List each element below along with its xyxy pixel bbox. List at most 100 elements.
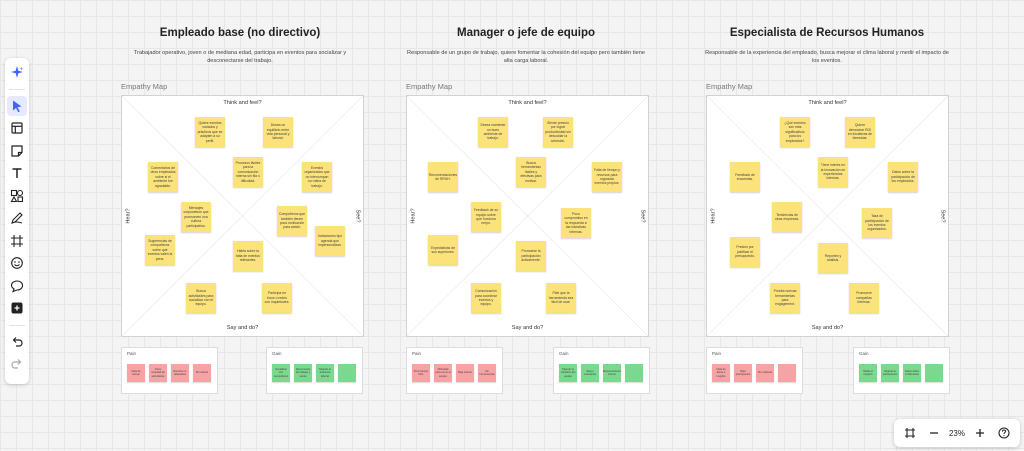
empathy-map-board[interactable]: Think and feel?Say and do?Hear?See? bbox=[406, 95, 649, 337]
sticky-note-icon[interactable] bbox=[7, 141, 27, 161]
gain-sticky[interactable] bbox=[925, 364, 943, 382]
select-pointer-icon[interactable] bbox=[7, 95, 27, 116]
persona-description: Trabajador operativo, joven o de mediana… bbox=[133, 50, 347, 64]
pain-sticky[interactable]: Poca variedad de actividades bbox=[149, 364, 167, 382]
sticky-note[interactable]: Compañeros que también tienen poca motiv… bbox=[277, 206, 307, 236]
sticky-note[interactable]: Expectativas de sus superiores. bbox=[428, 235, 458, 265]
help-icon[interactable] bbox=[995, 424, 1013, 442]
pain-sticky[interactable]: Falta de datos e insights bbox=[712, 364, 730, 382]
sticky-note[interactable]: Sugerencias de compañeros sobre qué even… bbox=[145, 235, 175, 265]
sticky-note[interactable]: Promueve la participación activamente. bbox=[516, 241, 546, 271]
persona-title: Especialista de Recursos Humanos bbox=[729, 27, 925, 39]
text-icon[interactable] bbox=[7, 163, 27, 183]
sticky-note[interactable]: Participa en foros o redes con inquietud… bbox=[262, 283, 292, 313]
zoom-in-icon[interactable] bbox=[971, 424, 989, 442]
gain-sticky[interactable] bbox=[625, 364, 643, 382]
persona-title: Manager o jefe de equipo bbox=[456, 27, 596, 39]
persona-title: Empleado base (no directivo) bbox=[159, 27, 321, 39]
pain-sticky[interactable]: Poco tiempo libre bbox=[412, 364, 430, 382]
sticky-note[interactable]: Desea un equilibrio entre vida personal … bbox=[263, 117, 293, 147]
sticky-note[interactable]: Recomendaciones de RRHH. bbox=[428, 162, 458, 192]
pain-sticky[interactable]: Falta de tiempo bbox=[127, 364, 145, 382]
gain-label: Gain bbox=[559, 351, 569, 356]
shapes-icon[interactable] bbox=[7, 186, 27, 206]
zoom-level: 23% bbox=[948, 428, 965, 438]
sticky-note[interactable]: Feedback de su equipo sobre qué funciona… bbox=[471, 202, 501, 232]
gain-sticky[interactable]: Reconocimiento interno bbox=[603, 364, 621, 382]
gain-sticky[interactable]: Socializar con compañeros bbox=[272, 364, 290, 382]
sticky-note[interactable]: Busca herramientas fáciles y efectivas p… bbox=[516, 157, 546, 187]
sticky-note[interactable]: Feedback de encuestas. bbox=[730, 162, 760, 192]
sticky-note[interactable]: Busca actividades para socializar con el… bbox=[186, 283, 216, 313]
gain-sticky[interactable]: Mayor motivación bbox=[581, 364, 599, 382]
quadrant-think-feel: Think and feel? bbox=[808, 100, 847, 106]
emoji-icon[interactable] bbox=[7, 253, 27, 273]
gain-sticky[interactable]: Mejorar la cohesión del equipo bbox=[559, 364, 577, 382]
gain-sticky[interactable]: Datos sobre el bienestar bbox=[903, 364, 921, 382]
quadrant-see: See? bbox=[354, 209, 361, 223]
empathy-map-board[interactable]: Think and feel?Say and do?Hear?See? bbox=[706, 95, 949, 337]
pain-sticky[interactable] bbox=[778, 364, 796, 382]
pain-sticky[interactable]: Bajo interés bbox=[456, 364, 474, 382]
template-icon[interactable] bbox=[7, 118, 27, 138]
sticky-note[interactable]: Prueba nuevas herramientas para engageme… bbox=[770, 283, 800, 313]
pain-label: Pain bbox=[712, 351, 722, 356]
frame-icon[interactable] bbox=[7, 231, 27, 251]
gain-sticky[interactable]: Mejorar el ambiente laboral bbox=[316, 364, 334, 382]
fit-frame-icon[interactable] bbox=[901, 424, 919, 442]
sticky-note[interactable]: Quiere demostrar ROI en iniciativas de b… bbox=[845, 117, 875, 147]
undo-icon[interactable] bbox=[7, 332, 27, 352]
pain-sticky[interactable]: Baja participación bbox=[734, 364, 752, 382]
pain-sticky[interactable]: Sin métricas bbox=[756, 364, 774, 382]
sticky-note[interactable]: Poco compromiso en la respuesta a las in… bbox=[561, 208, 591, 238]
pain-sticky[interactable]: Eventos no adaptados bbox=[171, 364, 189, 382]
zoom-out-icon[interactable] bbox=[925, 424, 943, 442]
sticky-note[interactable]: Datos sobre la participación de los empl… bbox=[888, 162, 918, 192]
pain-sticky[interactable]: Sin herramientas bbox=[478, 364, 496, 382]
sticky-note[interactable]: Quiere eventos variados y prácticos que … bbox=[195, 117, 225, 147]
sticky-note[interactable]: Comentarios de otros empleados sobre si … bbox=[148, 162, 178, 192]
toolbar-divider bbox=[9, 324, 25, 326]
sticky-note[interactable]: Invitaciones tipo agenda que impersonali… bbox=[315, 226, 345, 256]
sticky-note[interactable]: Procesos fáciles para la comunicación in… bbox=[233, 157, 263, 187]
sticky-note[interactable]: Tiene interés en la innovación en experi… bbox=[818, 157, 848, 187]
sticky-note[interactable]: ¿Qué eventos son más significativos para… bbox=[780, 117, 810, 147]
sticky-note[interactable]: Eventos organizados que no interrumpan s… bbox=[302, 162, 332, 192]
quadrant-hear: Hear? bbox=[410, 208, 417, 224]
gain-sticky[interactable]: Desconectar del trabajo y estrés bbox=[294, 364, 312, 382]
comment-icon[interactable] bbox=[7, 276, 27, 296]
sticky-note[interactable]: Falta de tiempo y recursos para organiza… bbox=[592, 162, 622, 192]
sticky-note[interactable]: Pide que la herramienta sea fácil de usa… bbox=[546, 283, 576, 313]
sticky-note[interactable]: Habla sobre la falta de eventos relevant… bbox=[233, 241, 263, 271]
sticky-note[interactable]: Tasa de participación de los eventos org… bbox=[862, 208, 892, 238]
sticky-note[interactable]: Comunicación para coordinar eventos y eq… bbox=[471, 283, 501, 313]
quadrant-think-feel: Think and feel? bbox=[508, 100, 547, 106]
empathy-map-label: Empathy Map bbox=[406, 82, 453, 91]
sticky-note[interactable]: Siente presión por lograr productividad … bbox=[543, 117, 573, 147]
quadrant-diagonals bbox=[122, 96, 363, 336]
gain-sticky[interactable]: Mejorar la participación bbox=[881, 364, 899, 382]
pain-sticky[interactable]: Sin interés bbox=[193, 364, 211, 382]
sticky-note[interactable]: Desea mantener un buen ambiente de traba… bbox=[478, 117, 508, 147]
quadrant-say-do: Say and do? bbox=[811, 325, 844, 331]
sticky-note[interactable]: Tendencias de otras empresas. bbox=[772, 202, 802, 232]
pen-icon[interactable] bbox=[7, 208, 27, 228]
sticky-note[interactable]: Promueve campañas internas. bbox=[849, 283, 879, 313]
redo-icon[interactable] bbox=[7, 354, 27, 374]
gain-sticky[interactable] bbox=[338, 364, 356, 382]
more-icon[interactable] bbox=[7, 298, 27, 318]
sticky-note[interactable]: Mensajes corporativos que promueven una … bbox=[181, 202, 211, 232]
sparkle-icon[interactable] bbox=[7, 62, 27, 82]
empathy-map-board[interactable]: Think and feel?Say and do?Hear?See? bbox=[121, 95, 364, 337]
gain-sticky[interactable]: Medir el impacto bbox=[859, 364, 877, 382]
pain-sticky[interactable]: Dificultad para reunir al equipo bbox=[434, 364, 452, 382]
pain-label: Pain bbox=[412, 351, 422, 356]
sticky-note[interactable]: Reportes y análisis. bbox=[818, 243, 848, 273]
sticky-note[interactable]: Presión por justificar el presupuesto. bbox=[730, 237, 760, 267]
